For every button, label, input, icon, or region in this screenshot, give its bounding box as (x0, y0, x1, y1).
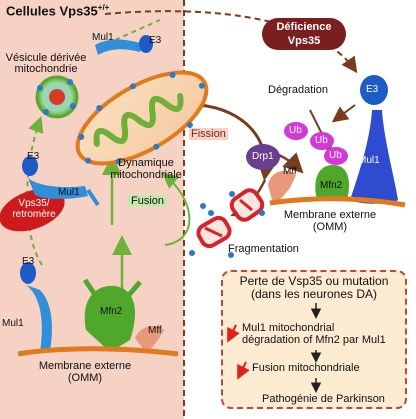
mul1-low-label: Mul1 (2, 318, 24, 329)
e3-mid-shape (22, 156, 38, 176)
fusion-label: Fusion (128, 195, 168, 207)
degradation-label: Dégradation (268, 84, 328, 96)
e3-mid-label: E3 (27, 151, 40, 162)
pathway-step2: Fusion mitochondriale (252, 362, 360, 374)
mul1-low-shape (26, 285, 52, 352)
mul1-mid-shape (28, 178, 88, 199)
mul1-top-label: Mul1 (92, 32, 114, 43)
mfn2-right-shape (315, 165, 350, 200)
drp1-label: Drp1 (252, 151, 274, 162)
mfn2-left-label: Mfn2 (100, 306, 123, 317)
left-panel-title: Cellules Vps35+/+ (6, 3, 109, 18)
drp1-shape (246, 144, 280, 170)
mul1-top-shape (95, 39, 144, 55)
degradation-arrow-2 (331, 104, 356, 123)
mul1-right-shape (350, 110, 398, 204)
e3-top-label: E3 (149, 35, 162, 46)
mitochondrion (75, 70, 209, 166)
dynamics-arrow (161, 172, 191, 246)
left-title-sup: +/+ (97, 3, 110, 12)
mul1-right-label: Mul1 (358, 155, 380, 166)
dynamics-label: Dynamique mitochondriale (110, 157, 182, 181)
mul1-mid-label: Mul1 (58, 187, 80, 198)
mfn2-left-shape (84, 285, 135, 352)
membrane-right (269, 196, 406, 208)
vps35-shape (0, 188, 65, 232)
trafficking-arrow-top (104, 10, 358, 74)
fission-label: Fission (189, 128, 228, 140)
mfn2-right-label: Mfn2 (320, 180, 343, 191)
e3-right-label: E3 (366, 84, 379, 95)
mff-right-shape (268, 170, 296, 200)
vesicle-label: Vésicule dérivée mitochondrie (5, 52, 87, 75)
ub-label-2: Ub (315, 135, 328, 146)
left-title-text: Cellules Vps35 (6, 3, 98, 19)
e3-top-shape (139, 35, 153, 53)
deficiency-badge: Déficience Vps35 (262, 18, 346, 50)
e3-low-label: E3 (22, 256, 35, 267)
membrane-left (17, 346, 179, 357)
membrane-right-label: Membrane externe (OMM) (283, 209, 377, 233)
ub-3 (324, 147, 348, 165)
ub-2 (310, 132, 334, 150)
ub-label-1: Ub (289, 125, 302, 136)
fragmentation-label: Fragmentation (228, 243, 299, 255)
ub-label-3: Ub (329, 150, 342, 161)
mff-left-shape (135, 325, 164, 350)
membrane-left-label: Membrane externe (OMM) (38, 360, 132, 384)
vesicle-core (49, 89, 65, 105)
vps35-label: Vps35/ retromère (12, 198, 56, 220)
pathway-step1: Mul1 mitochondrial dégradation of Mfn2 p… (242, 322, 386, 346)
e3-low-shape (20, 262, 36, 284)
e3-right-shape (360, 75, 388, 105)
mff-right-label: Mff (283, 166, 297, 177)
pathway-title: Perte de Vsp35 ou mutation (dans les neu… (239, 274, 389, 301)
pathway-step3: Pathogénie de Parkinson (262, 393, 385, 405)
mff-left-label: Mff (148, 325, 162, 336)
ub-1 (284, 122, 308, 140)
